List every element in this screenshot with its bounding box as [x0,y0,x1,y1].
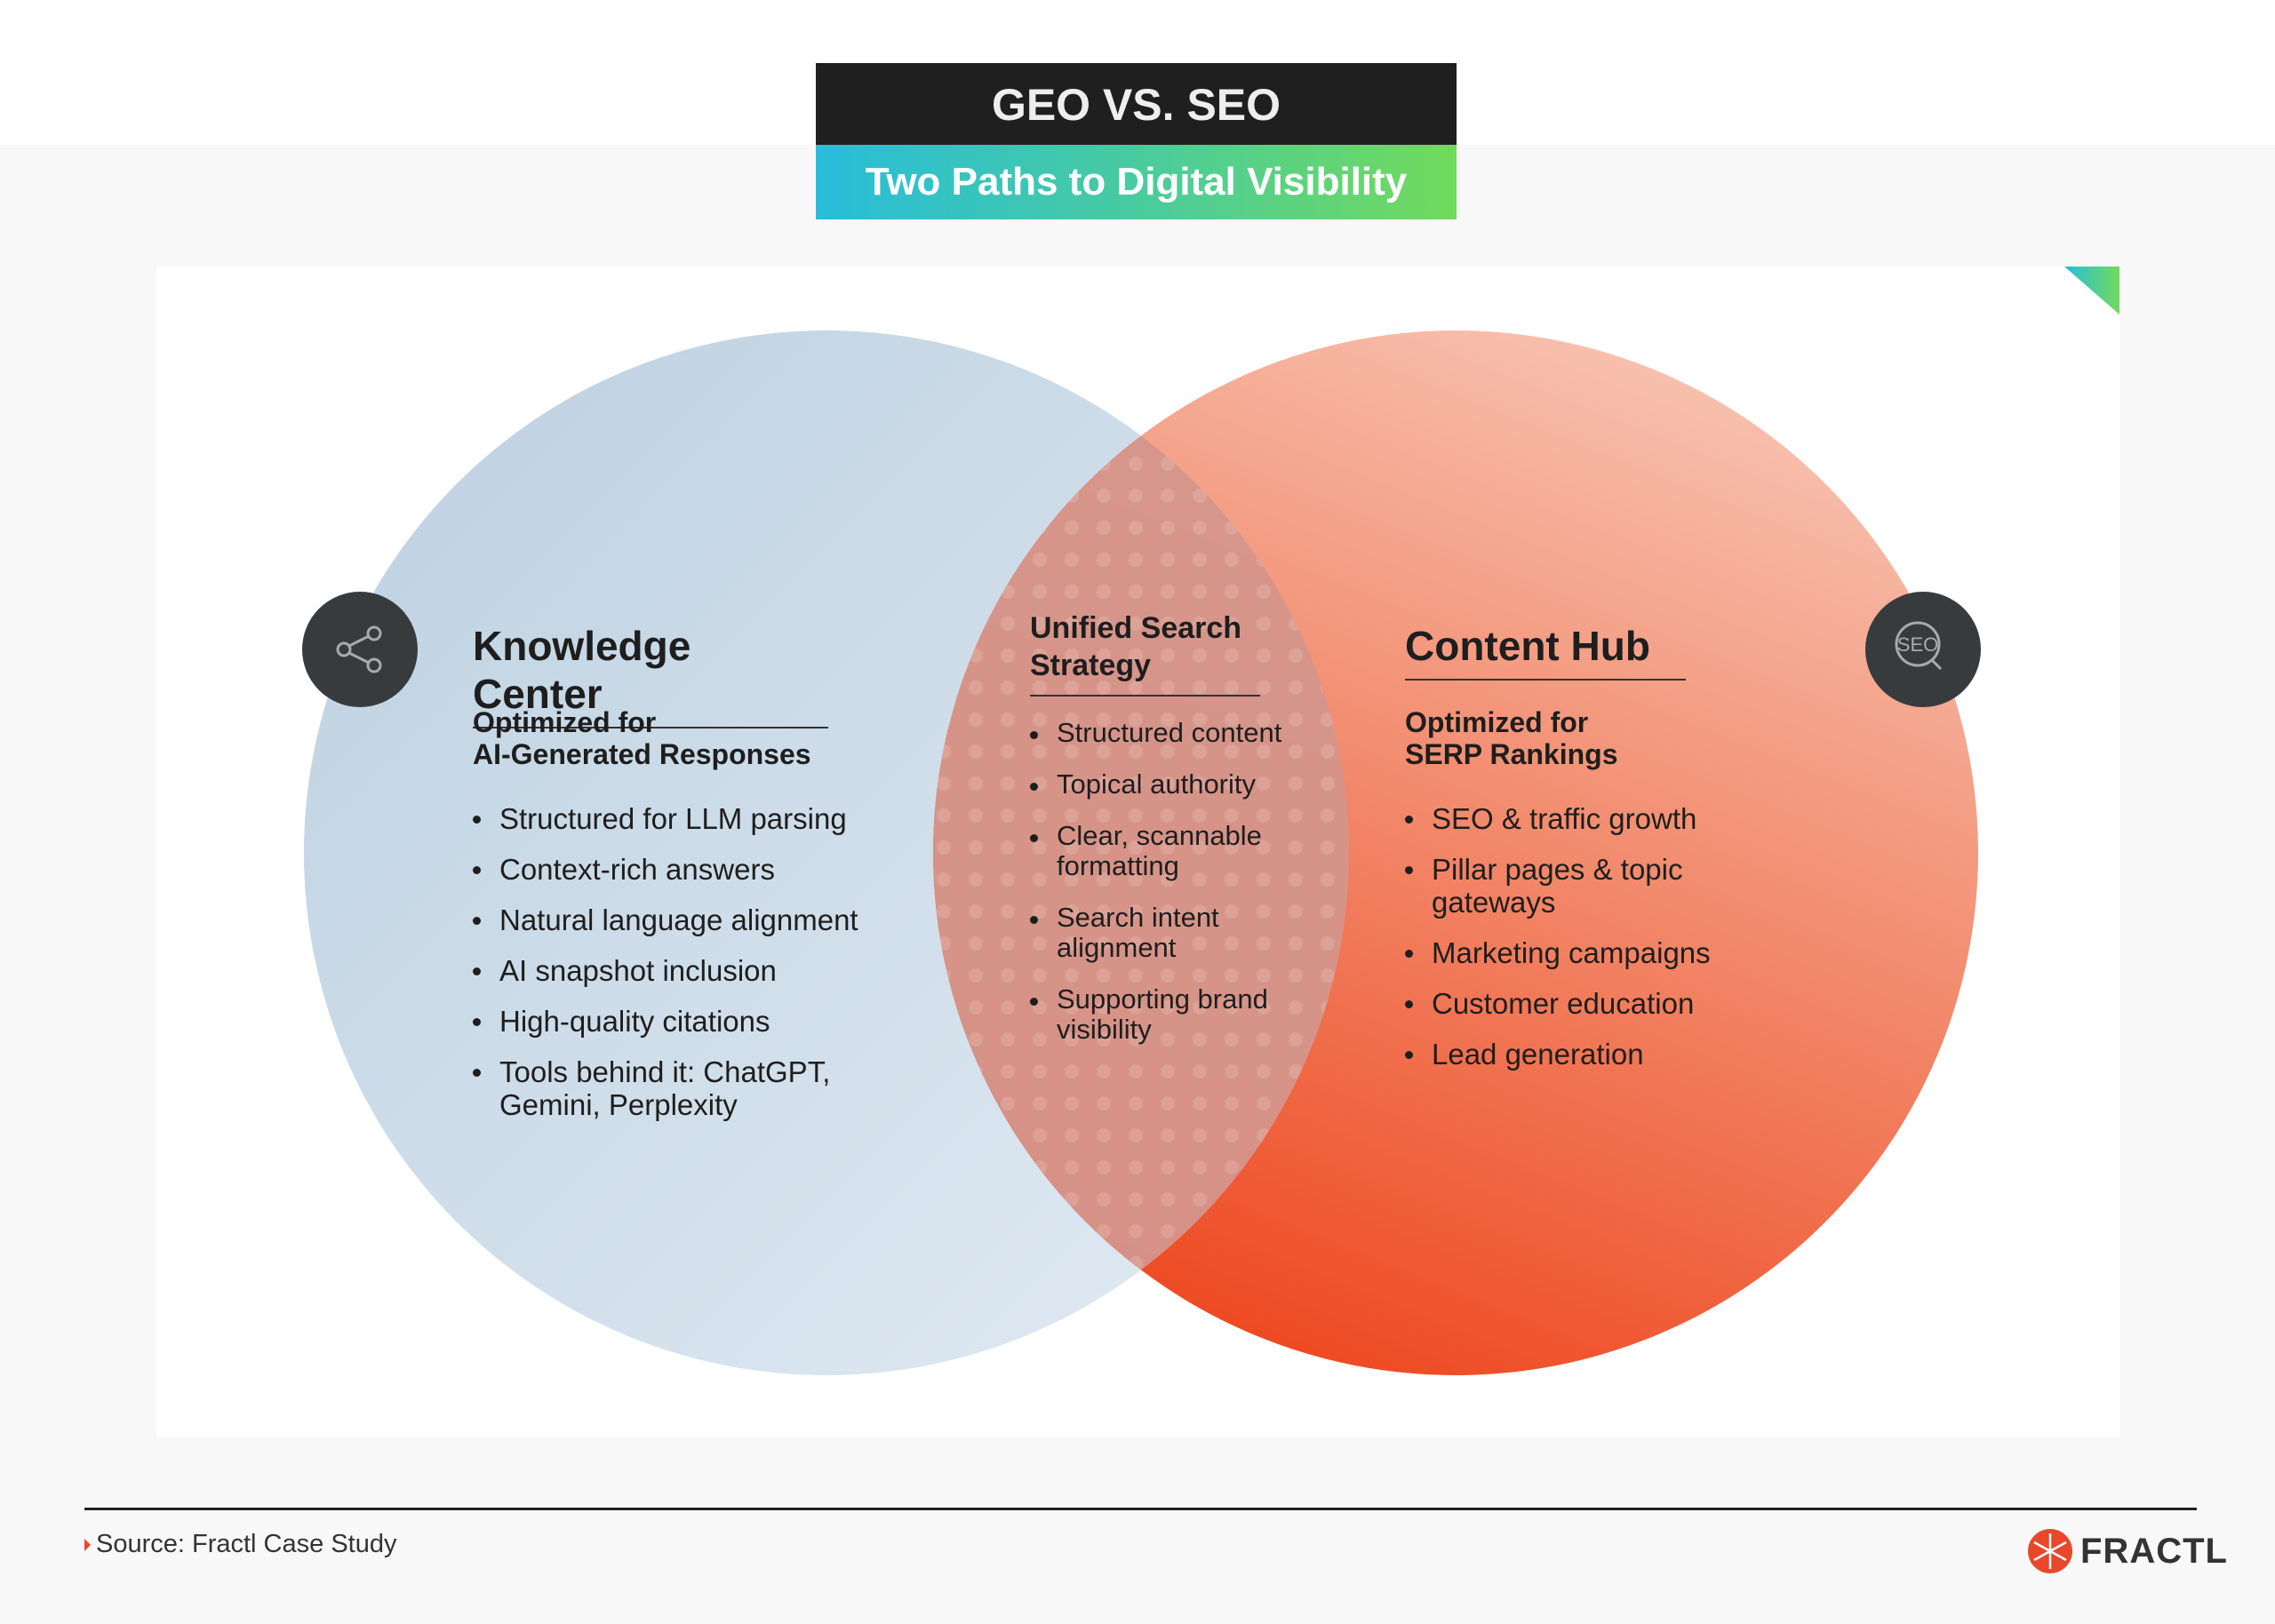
list-item: Customer education [1405,987,1760,1020]
list-item: SEO & traffic growth [1405,802,1760,835]
overlap-region [933,330,1349,1375]
knowledge-center-title: Knowledge Center [473,622,828,728]
list-item: Natural language alignment [473,904,935,936]
svg-text:SEO: SEO [1897,633,1938,656]
footer-divider [84,1508,2197,1510]
list-item: Topical authority [1030,769,1297,800]
unified-list: Structured content Topical authority Cle… [1030,718,1297,1066]
fractl-logo: FRACTL [2027,1528,2228,1574]
unified-strategy-title: Unified Search Strategy [1030,609,1260,697]
list-item: Search intent alignment [1030,903,1297,963]
list-item: Pillar pages & topic gateways [1405,853,1707,919]
list-item: AI snapshot inclusion [473,954,935,987]
list-item: Tools behind it: ChatGPT, Gemini, Perple… [473,1055,873,1121]
list-item: Supporting brand visibility [1030,984,1297,1045]
share-icon [302,592,418,707]
source-text: Source: Fractl Case Study [84,1530,396,1559]
subtitle-line: Optimized for [1405,706,1589,738]
subtitle-line: Optimized for [473,706,657,738]
geo-list: Structured for LLM parsing Context-rich … [473,802,935,1139]
list-item: Structured content [1030,718,1297,748]
page-subtitle: Two Paths to Digital Visibility [816,145,1457,219]
list-item: Structured for LLM parsing [473,802,935,835]
list-item: Marketing campaigns [1405,936,1760,969]
fractl-logo-icon [2028,1529,2072,1573]
list-item: High-quality citations [473,1005,935,1038]
content-hub-title: Content Hub [1405,622,1686,681]
list-item: Context-rich answers [473,853,935,886]
subtitle-line: AI-Generated Responses [473,738,811,770]
list-item: Lead generation [1405,1038,1760,1071]
seo-list: SEO & traffic growth Pillar pages & topi… [1405,802,1760,1088]
page-title: GEO VS. SEO [816,63,1457,146]
subtitle-line: SERP Rankings [1405,738,1618,770]
list-item: Clear, scannable formatting [1030,821,1297,881]
seo-search-icon: SEO [1865,592,1981,707]
logo-text: FRACTL [2080,1531,2228,1571]
